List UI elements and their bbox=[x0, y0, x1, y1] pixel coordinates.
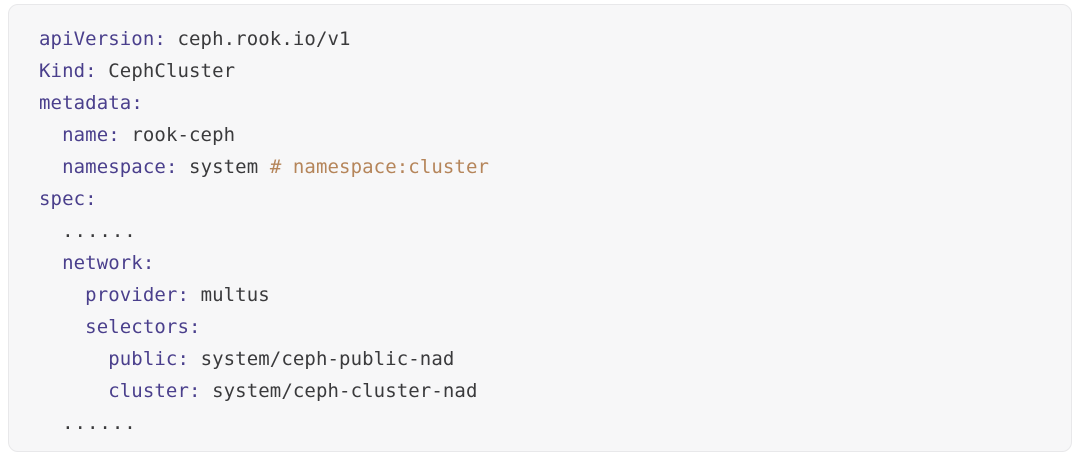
code-line: public: system/ceph-public-nad bbox=[39, 343, 1071, 375]
code-space bbox=[120, 124, 132, 146]
yaml-colon: : bbox=[154, 28, 166, 50]
code-line: spec: bbox=[39, 183, 1071, 215]
code-space bbox=[177, 156, 189, 178]
yaml-key: Kind bbox=[39, 60, 86, 82]
code-indent bbox=[39, 380, 108, 402]
code-line: cluster: system/ceph-cluster-nad bbox=[39, 375, 1071, 407]
yaml-colon: : bbox=[177, 348, 190, 370]
yaml-key: apiVersion bbox=[39, 28, 155, 50]
yaml-value: ceph.rook.io/v1 bbox=[177, 28, 351, 50]
yaml-value: system bbox=[189, 156, 270, 178]
code-space bbox=[201, 380, 213, 402]
yaml-key: network bbox=[62, 252, 143, 274]
yaml-key: spec bbox=[39, 188, 86, 210]
yaml-colon: : bbox=[189, 316, 201, 338]
yaml-key: cluster bbox=[108, 380, 190, 402]
code-indent bbox=[39, 284, 85, 306]
code-space bbox=[166, 28, 178, 50]
code-line: namespace: system # namespace:cluster bbox=[39, 151, 1071, 183]
yaml-value: multus bbox=[200, 284, 270, 306]
code-line: network: bbox=[39, 247, 1071, 279]
code-ellipsis: ...... bbox=[62, 220, 137, 242]
code-indent bbox=[39, 316, 85, 338]
code-line: ...... bbox=[39, 215, 1071, 247]
yaml-key: metadata bbox=[39, 92, 132, 114]
yaml-key: namespace bbox=[62, 156, 166, 178]
code-line: ...... bbox=[39, 407, 1071, 439]
code-space bbox=[97, 60, 109, 82]
code-indent bbox=[39, 412, 62, 434]
code-line: Kind: CephCluster bbox=[39, 55, 1071, 87]
code-line: selectors: bbox=[39, 311, 1071, 343]
yaml-colon: : bbox=[189, 380, 201, 402]
yaml-key: public bbox=[108, 348, 178, 370]
yaml-colon: : bbox=[142, 252, 155, 274]
yaml-value: CephCluster bbox=[108, 60, 236, 82]
yaml-colon: : bbox=[177, 284, 190, 306]
code-indent bbox=[39, 124, 62, 146]
code-indent bbox=[39, 156, 62, 178]
yaml-key: provider bbox=[85, 284, 178, 306]
code-indent bbox=[39, 252, 62, 274]
code-ellipsis: ...... bbox=[62, 412, 137, 434]
yaml-key: name bbox=[62, 124, 109, 146]
code-space bbox=[189, 284, 201, 306]
yaml-comment: # namespace:cluster bbox=[269, 156, 490, 178]
yaml-key: selectors bbox=[85, 316, 190, 338]
yaml-colon: : bbox=[85, 60, 97, 82]
code-line: apiVersion: ceph.rook.io/v1 bbox=[39, 23, 1071, 55]
code-line: metadata: bbox=[39, 87, 1071, 119]
yaml-colon: : bbox=[108, 124, 120, 146]
yaml-colon: : bbox=[85, 188, 97, 210]
yaml-colon: : bbox=[131, 92, 143, 114]
yaml-colon: : bbox=[165, 156, 178, 178]
code-indent bbox=[39, 348, 108, 370]
yaml-value: system/ceph-public-nad bbox=[200, 348, 455, 370]
code-indent bbox=[39, 220, 62, 242]
code-space bbox=[189, 348, 201, 370]
code-line: name: rook-ceph bbox=[39, 119, 1071, 151]
yaml-value: rook-ceph bbox=[131, 124, 236, 146]
code-line: provider: multus bbox=[39, 279, 1071, 311]
yaml-value: system/ceph-cluster-nad bbox=[212, 380, 478, 402]
